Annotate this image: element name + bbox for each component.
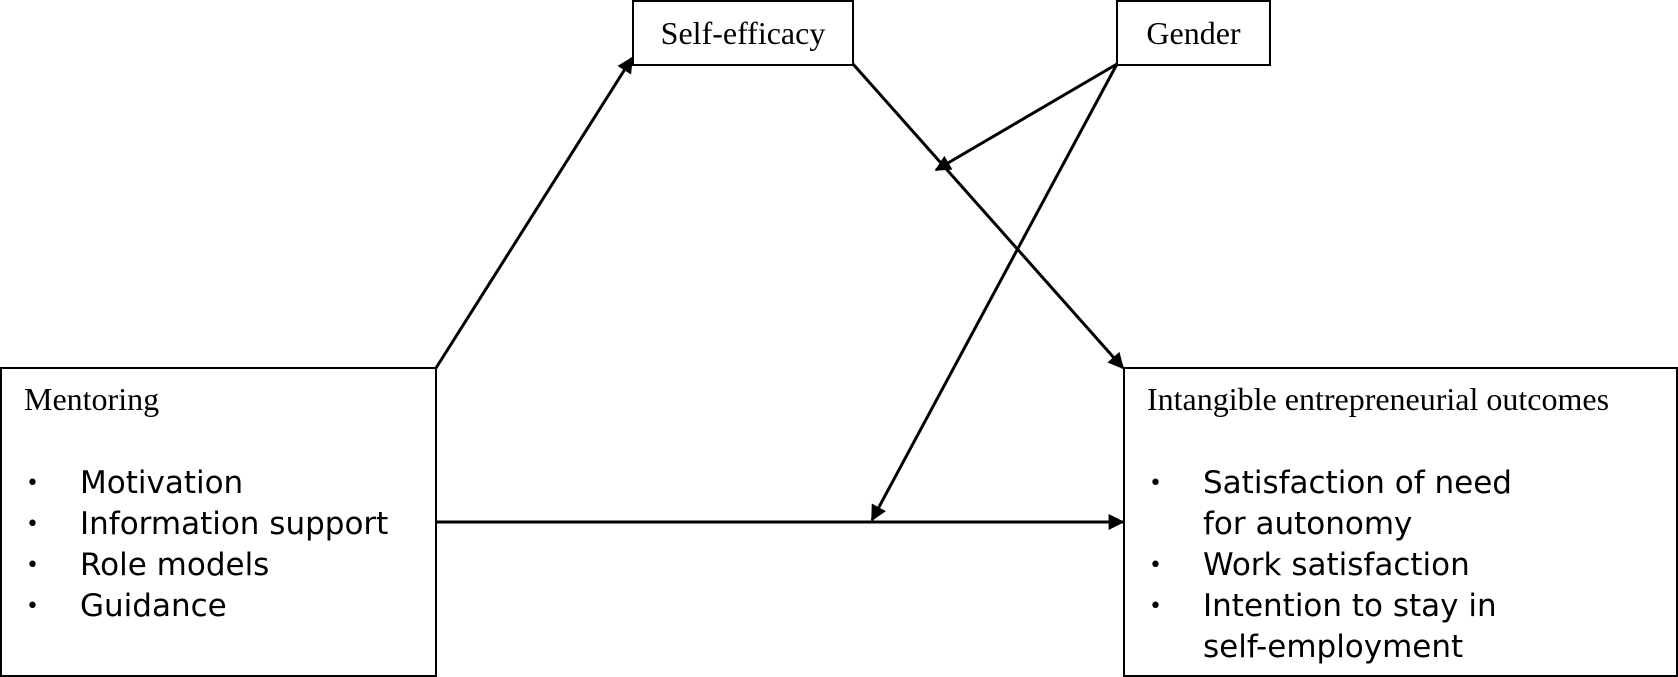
outcomes-list: • Satisfaction of need for autonomy • Work… xyxy=(1147,463,1563,668)
bullet-icon: • xyxy=(1149,471,1162,496)
list-item: • Motivation xyxy=(24,463,388,504)
bullet-icon: • xyxy=(26,553,39,578)
bullet-icon: • xyxy=(1149,594,1162,619)
self-efficacy-box: Self-efficacy xyxy=(632,0,854,66)
mentoring-item: Information support xyxy=(80,506,389,542)
mentoring-item: Role models xyxy=(80,547,270,583)
list-item: • Satisfaction of need for autonomy xyxy=(1147,463,1563,545)
edge-self-efficacy-to-outcomes xyxy=(851,63,1125,370)
list-item: • Information support xyxy=(24,504,388,545)
mentoring-item: Guidance xyxy=(80,588,227,624)
list-item: • Work satisfaction xyxy=(1147,545,1563,586)
mentoring-title: Mentoring xyxy=(24,381,160,417)
bullet-icon: • xyxy=(26,471,39,496)
outcome-item: Intention to stay in self-employment xyxy=(1203,588,1497,665)
self-efficacy-label: Self-efficacy xyxy=(660,14,826,51)
edge-gender-moderates-self-efficacy-path xyxy=(934,62,1118,172)
outcomes-box: Intangible entrepreneurial outcomes • Sat… xyxy=(1123,367,1678,677)
bullet-icon: • xyxy=(26,594,39,619)
mentoring-list: • Motivation • Information support • Role m… xyxy=(24,463,388,627)
list-item: • Guidance xyxy=(24,586,388,627)
edge-mentoring-to-self-efficacy xyxy=(434,56,634,369)
list-item: • Role models xyxy=(24,545,388,586)
edge-gender-moderates-direct-path xyxy=(870,63,1119,522)
gender-box: Gender xyxy=(1116,0,1271,66)
mentoring-item: Motivation xyxy=(80,465,244,501)
list-item: • Intention to stay in self-employment xyxy=(1147,586,1563,668)
mentoring-box: Mentoring • Motivation • Information suppo… xyxy=(0,367,437,677)
gender-label: Gender xyxy=(1146,14,1241,51)
bullet-icon: • xyxy=(1149,553,1162,578)
outcome-item: Satisfaction of need for autonomy xyxy=(1203,465,1512,542)
bullet-icon: • xyxy=(26,512,39,537)
outcome-item: Work satisfaction xyxy=(1203,547,1470,583)
outcomes-title: Intangible entrepreneurial outcomes xyxy=(1147,381,1610,417)
